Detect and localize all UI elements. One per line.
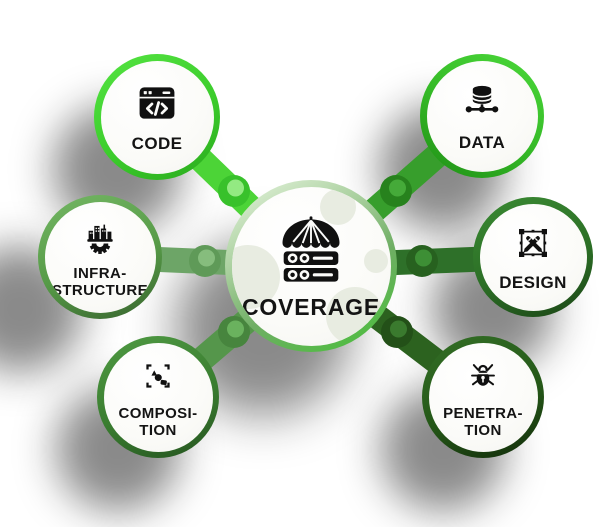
umbrella-servers-icon: [282, 215, 340, 282]
node-infrastructure-label: INFRA- STRUCTURE: [51, 264, 149, 299]
node-code-face: CODE: [100, 60, 214, 174]
node-center-coverage: COVERAGE: [225, 180, 397, 352]
node-data: DATA: [420, 54, 544, 178]
decor-blob: [319, 188, 356, 225]
node-center-face: COVERAGE: [231, 186, 391, 346]
node-penetration: PENETRA- TION: [422, 336, 544, 458]
decor-blob: [363, 248, 388, 273]
node-center-label: COVERAGE: [241, 293, 381, 320]
node-design-face: DESIGN: [479, 203, 587, 311]
node-composition-face: COMPOSI- TION: [103, 342, 213, 452]
node-data-label: DATA: [458, 132, 506, 152]
node-code-label: CODE: [131, 133, 183, 153]
node-penetration-label: PENETRA- TION: [443, 404, 523, 439]
decor-blob: [325, 286, 384, 345]
code-window-icon: [139, 87, 175, 119]
node-penetration-face: PENETRA- TION: [428, 342, 538, 452]
city-gear-icon: [87, 224, 113, 254]
node-code: CODE: [94, 54, 220, 180]
node-infrastructure-face: INFRA- STRUCTURE: [44, 201, 156, 313]
shapes-crop-icon: [146, 364, 170, 388]
connector-joint-composition: [218, 316, 250, 348]
connector-joint-penetration: [381, 316, 413, 348]
connector-joint-design: [406, 245, 438, 277]
node-composition: COMPOSI- TION: [97, 336, 219, 458]
design-tools-icon: [519, 228, 547, 257]
node-design-label: DESIGN: [499, 272, 567, 292]
node-design: DESIGN: [473, 197, 593, 317]
node-composition-label: COMPOSI- TION: [118, 404, 198, 439]
node-infrastructure: INFRA- STRUCTURE: [38, 195, 162, 319]
connector-joint-data: [380, 175, 412, 207]
decor-blob: [231, 244, 280, 309]
bug-lock-icon: [471, 363, 495, 386]
connector-joint-infrastructure: [189, 245, 221, 277]
node-data-face: DATA: [426, 60, 538, 172]
database-network-icon: [465, 85, 499, 113]
connector-joint-code: [218, 175, 250, 207]
